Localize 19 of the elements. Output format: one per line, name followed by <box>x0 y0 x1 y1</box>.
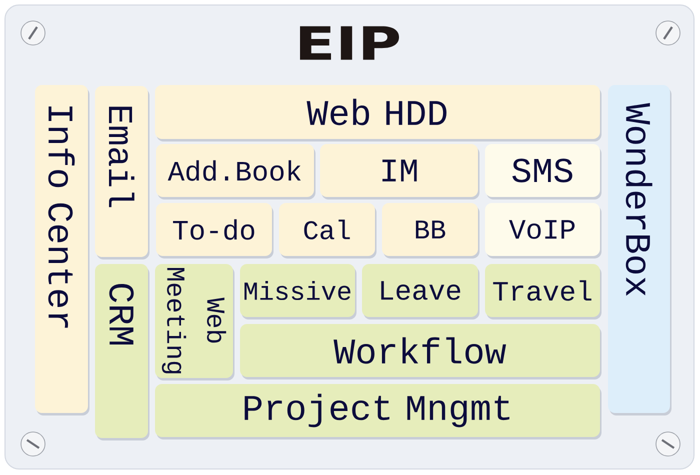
module-box: Add.Book <box>156 144 316 200</box>
module-box: Web HDD <box>155 85 602 142</box>
module-box: Info Center <box>35 85 90 416</box>
module-box: Missive <box>240 264 356 320</box>
module-box: WonderBox <box>608 85 672 416</box>
module-box: Cal <box>279 203 376 258</box>
module-box: IM <box>320 144 480 200</box>
module-box: BB <box>382 203 480 258</box>
title: EIP <box>300 26 399 60</box>
module-box: CRM <box>95 264 150 440</box>
module-box: Project Mngmt <box>155 384 602 440</box>
module-box: Workflow <box>240 324 602 380</box>
module-box: Leave <box>362 264 480 320</box>
module-box: Web Meeting <box>155 264 234 380</box>
module-box: VoIP <box>485 203 602 258</box>
module-box: SMS <box>485 144 602 200</box>
module-box: To-do <box>156 203 274 258</box>
module-box: Travel <box>485 264 602 320</box>
module-box: Email <box>95 86 150 260</box>
